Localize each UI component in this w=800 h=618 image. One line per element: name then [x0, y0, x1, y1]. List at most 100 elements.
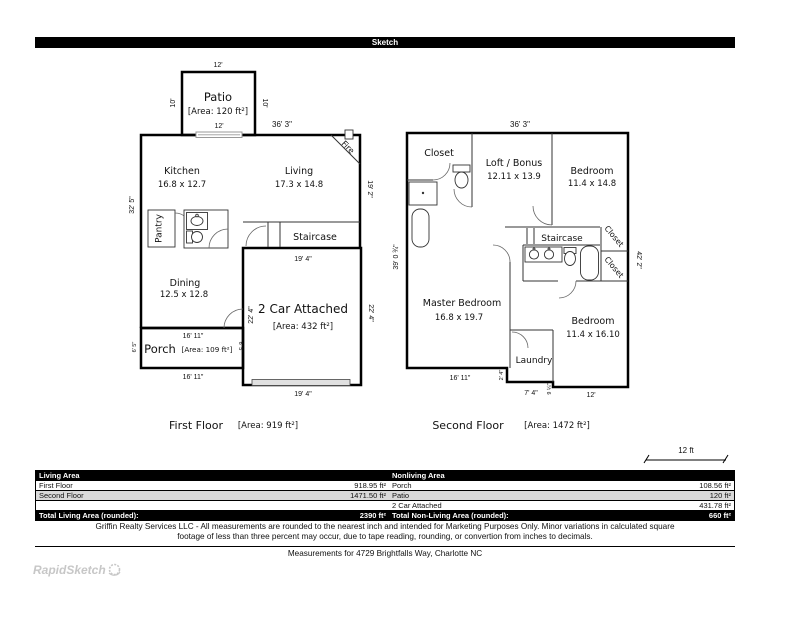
total-living-label: Total Living Area (rounded): — [39, 511, 139, 520]
sf-step2-dim: 9 ¼" — [547, 383, 553, 394]
garage-door — [251, 379, 351, 386]
dining-label: Dining — [170, 278, 201, 289]
bath-door-arc — [208, 228, 229, 249]
garage-right-dim: 22' 4" — [367, 304, 374, 322]
cell-living-label: Second Floor — [39, 491, 84, 500]
second-floor-area: [Area: 1472 ft²] — [524, 421, 590, 431]
table-row: Second Floor 1471.50 ft² Patio 120 ft² — [36, 490, 734, 500]
garage-area: [Area: 432 ft²] — [273, 322, 333, 332]
total-nonliving-label: Total Non-Living Area (rounded): — [392, 511, 509, 520]
bathtub-fixture — [411, 208, 430, 248]
ff-left-dim: 32' 5" — [129, 196, 136, 214]
bedroom-br-door-arc — [558, 280, 577, 299]
loft-label: Loft / Bonus — [486, 158, 542, 169]
laundry-door-arc — [511, 331, 529, 349]
cell-living-label — [36, 501, 239, 510]
sink-tap-fixture — [532, 247, 536, 251]
dining-size: 12.5 x 12.8 — [160, 290, 208, 300]
sink-tap-fixture — [547, 247, 551, 251]
garage-left-dim: 22' 4" — [248, 306, 255, 324]
kitchen-label: Kitchen — [164, 166, 200, 177]
ff-top-dim: 36' 3" — [272, 120, 292, 129]
sf-bottom-mid-dim: 7' 4" — [524, 390, 538, 397]
garage-entry-door-arc — [223, 308, 244, 329]
porch-left-dim: 6' 5" — [132, 342, 138, 353]
sketch-title: Sketch — [371, 38, 399, 47]
master-label: Master Bedroom — [423, 298, 501, 309]
table-row: 2 Car Attached 431.78 ft² — [36, 500, 734, 510]
closet-r2-label: Closet — [602, 255, 625, 280]
chimney-box — [344, 129, 354, 140]
bedroom-tr-size: 11.4 x 14.8 — [568, 179, 616, 189]
bedroom-br-label: Bedroom — [572, 316, 615, 327]
pantry-walls — [147, 209, 176, 248]
scale-label: 12 ft — [678, 446, 694, 455]
sf-bottom-left-dim: 16' 11" — [450, 375, 471, 382]
patio-left-dim: 10' — [170, 98, 177, 107]
porch-label: Porch — [144, 342, 176, 356]
sf-left-dim: 39' 0 ¾" — [393, 244, 400, 270]
bedroom-tr-door-arc — [532, 205, 553, 226]
patio-area: [Area: 120 ft²] — [188, 107, 248, 117]
cell-nonliving-value: 108.56 ft² — [699, 481, 731, 490]
toilet-bowl-fixture — [454, 171, 469, 189]
total-living-value: 2390 ft² — [359, 511, 386, 520]
first-floor-area: [Area: 919 ft²] — [238, 421, 298, 431]
sf-staircase-label: Staircase — [541, 234, 583, 244]
closet-r1-label: Closet — [602, 224, 625, 249]
patio-top-dim: 12' — [213, 62, 222, 69]
sf-top-dim: 36' 3" — [510, 120, 530, 129]
patio-walls — [180, 70, 257, 137]
porch-right-dim: 6' 5" — [237, 342, 243, 353]
first-floor-plan: 12' Patio [Area: 120 ft²] 12' 10' 10' 36… — [129, 62, 374, 432]
cell-living-value — [239, 501, 386, 510]
ff-right-dim: 19' 2" — [366, 180, 373, 198]
cell-nonliving-value: 431.78 ft² — [699, 501, 731, 510]
cell-living-value: 918.95 ft² — [354, 481, 386, 490]
fireplace-label: Fire — [340, 139, 357, 156]
sketch-title-bar: Sketch — [35, 37, 735, 48]
total-nonliving-value: 660 ft² — [708, 511, 731, 520]
toilet-bowl-fixture — [191, 231, 203, 243]
first-floor-title: First Floor — [169, 419, 223, 432]
closet-tl-label: Closet — [424, 148, 454, 159]
rapidsketch-logo-text: RapidSketch — [33, 562, 106, 577]
fireplace-diagonal — [330, 134, 361, 165]
second-floor-title: Second Floor — [432, 419, 504, 432]
disclaimer: Griffin Realty Services LLC - All measur… — [35, 522, 735, 542]
sink-bowl-fixture — [543, 249, 555, 260]
table-total-row: Total Living Area (rounded): 2390 ft² To… — [36, 510, 734, 520]
scale-tick-right — [722, 454, 729, 464]
cell-nonliving-label: 2 Car Attached — [392, 501, 442, 510]
porch-walls — [139, 326, 245, 370]
patio-bottom-dim: 12' — [214, 123, 223, 130]
scale-tick-left — [643, 454, 650, 464]
loft-size: 12.11 x 13.9 — [487, 172, 541, 182]
toilet-tank-fixture — [452, 164, 471, 173]
area-summary-table: Living Area Nonliving Area First Floor 9… — [35, 470, 735, 521]
sf-step1-dim: 2' 4" — [499, 370, 505, 381]
table-header-row: Living Area Nonliving Area — [36, 471, 734, 480]
second-floor-plan: 36' 3" Closet Loft / Bonus 12.11 x 13.9 … — [393, 120, 642, 432]
porch-bottom-dim: 16' 11" — [183, 374, 204, 381]
garage-top-dim: 19' 4" — [294, 256, 312, 263]
shower-drain — [421, 191, 425, 195]
pantry-label: Pantry — [155, 213, 165, 242]
porch-top-dim: 16' 11" — [183, 333, 204, 340]
cell-living-value: 1471.50 ft² — [350, 491, 386, 500]
table-row: First Floor 918.95 ft² Porch 108.56 ft² — [36, 480, 734, 490]
cell-nonliving-label: Porch — [392, 481, 412, 490]
disclaimer-line2: footage of less than three percent may o… — [177, 532, 593, 541]
closet-tl-door-arc — [432, 162, 451, 181]
cell-nonliving-label: Patio — [392, 491, 410, 500]
master-door-arc — [492, 244, 511, 263]
sf-right-dim: 42' 2" — [635, 251, 642, 269]
stair-door-arc — [245, 225, 267, 247]
kitchen-size: 16.8 x 12.7 — [158, 180, 206, 190]
scale-bar: 12 ft — [643, 446, 729, 464]
sink-bowl-fixture — [528, 249, 540, 260]
living-label: Living — [285, 166, 313, 177]
main-walls — [139, 133, 362, 328]
porch-area: [Area: 109 ft²] — [182, 345, 233, 354]
